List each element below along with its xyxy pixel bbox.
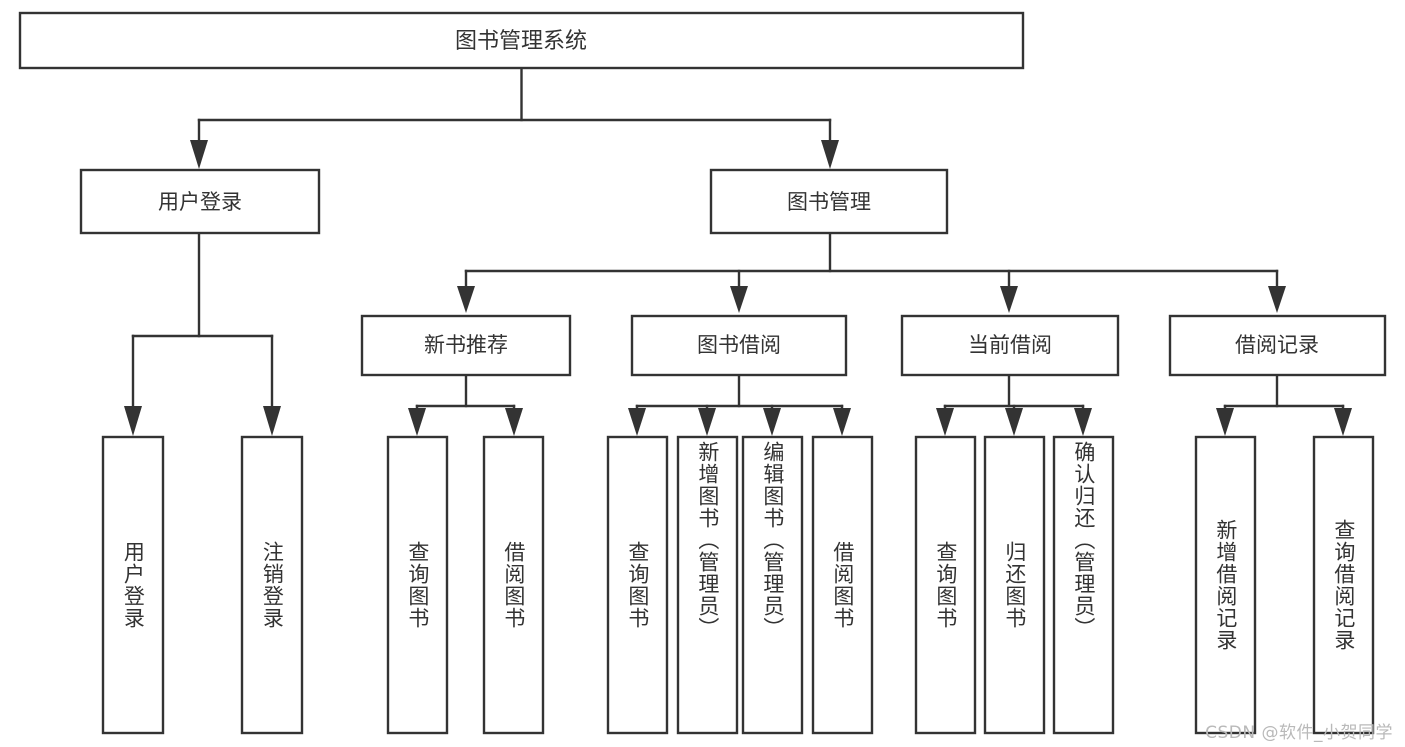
node-new-book-recommend-label: 新书推荐 <box>424 333 508 357</box>
node-borrow-records[interactable] <box>1168 314 1387 377</box>
arrow-leaf-return-book <box>1005 408 1023 436</box>
node-book-management[interactable] <box>709 168 949 235</box>
node-book-borrow[interactable] <box>630 314 848 377</box>
arrow-to-new-book-recommend <box>457 286 475 313</box>
node-book-management-label: 图书管理 <box>787 190 871 214</box>
node-leaf-query-record[interactable] <box>1312 435 1375 735</box>
arrow-to-book-mgmt <box>821 140 839 169</box>
node-leaf-logout[interactable] <box>240 435 304 735</box>
node-user-login-label: 用户登录 <box>158 190 242 214</box>
csdn-watermark: CSDN @软件_小贺同学 <box>1205 723 1393 743</box>
node-new-book-recommend[interactable] <box>360 314 572 377</box>
node-user-login[interactable] <box>79 168 321 235</box>
node-leaf-edit-book[interactable] <box>741 435 804 735</box>
edges-layer <box>124 66 1352 436</box>
node-leaf-user-login[interactable] <box>101 435 165 735</box>
node-leaf-query-book-1[interactable] <box>386 435 449 735</box>
arrow-to-current-borrow <box>1000 286 1018 313</box>
arrow-leaf-query-book-1 <box>408 408 426 436</box>
arrow-leaf-query-book-2 <box>628 408 646 436</box>
node-current-borrow[interactable] <box>900 314 1120 377</box>
arrow-leaf-borrow-book-1 <box>505 408 523 436</box>
node-root-system[interactable] <box>18 11 1025 70</box>
node-leaf-query-book-3[interactable] <box>914 435 977 735</box>
arrow-leaf-add-record <box>1216 408 1234 436</box>
arrow-leaf-user-login <box>124 406 142 436</box>
arrow-to-book-borrow <box>730 286 748 313</box>
node-leaf-borrow-book-1[interactable] <box>482 435 545 735</box>
arrow-leaf-borrow-book-2 <box>833 408 851 436</box>
node-book-borrow-label: 图书借阅 <box>697 333 781 357</box>
node-leaf-confirm-return[interactable] <box>1052 435 1115 735</box>
arrow-to-user-login <box>190 140 208 169</box>
node-borrow-records-label: 借阅记录 <box>1235 333 1319 357</box>
node-leaf-return-book[interactable] <box>983 435 1046 735</box>
arrow-leaf-query-book-3 <box>936 408 954 436</box>
node-leaf-query-book-2[interactable] <box>606 435 669 735</box>
node-root-system-label: 图书管理系统 <box>455 29 587 54</box>
node-leaf-add-book[interactable] <box>676 435 739 735</box>
arrow-leaf-logout <box>263 406 281 436</box>
node-current-borrow-label: 当前借阅 <box>968 333 1052 357</box>
node-leaf-borrow-book-2[interactable] <box>811 435 874 735</box>
nodes-layer: 图书管理系统 用户登录 图书管理 新书推荐 图书借阅 当前借阅 借阅记录 <box>18 11 1387 735</box>
arrow-leaf-add-book <box>698 408 716 436</box>
node-leaf-add-record[interactable] <box>1194 435 1257 735</box>
arrow-leaf-edit-book <box>763 408 781 436</box>
arrow-to-borrow-records <box>1268 286 1286 313</box>
arrow-leaf-confirm-return <box>1074 408 1092 436</box>
arrow-leaf-query-record <box>1334 408 1352 436</box>
